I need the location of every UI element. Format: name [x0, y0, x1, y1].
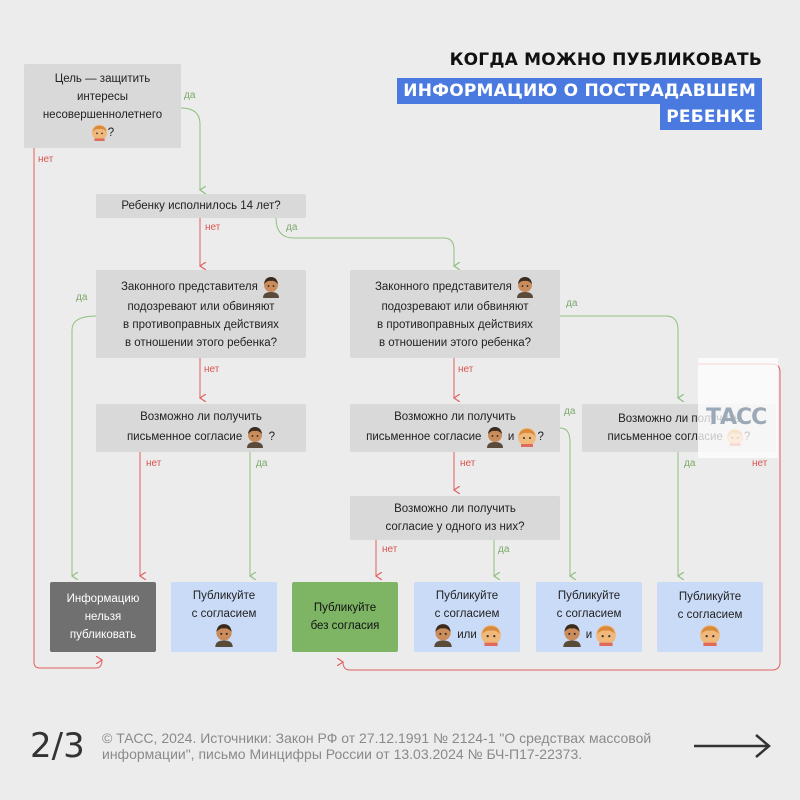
line-consm-yes: [559, 427, 570, 576]
node-pub-and: Публикуйте с согласием и: [536, 582, 642, 652]
node-consent-one: Возможно ли получить согласие у одного и…: [350, 496, 560, 540]
adult-icon: [562, 624, 581, 647]
adult-icon: [434, 624, 452, 647]
adult-icon: [215, 624, 233, 647]
node-pub-consent-1: Публикуйте с согласием: [171, 582, 277, 652]
label-no: нет: [752, 458, 768, 469]
adult-icon: [263, 277, 280, 298]
title-line-1: КОГДА МОЖНО ПУБЛИКОВАТЬ: [449, 50, 762, 70]
adult-icon: [486, 427, 503, 448]
line-repm-yes: [560, 315, 678, 398]
child-icon: [700, 625, 720, 646]
node-no-publish: Информацию нельзя публиковать: [50, 582, 156, 652]
line-age-yes: [275, 217, 454, 266]
title-line-3: РЕБЕНКЕ: [660, 104, 762, 130]
label-yes: да: [564, 406, 576, 417]
line-goal-yes: [180, 107, 200, 190]
label-no: нет: [146, 458, 162, 469]
node-pub-consent-2: Публикуйте с согласием: [657, 582, 763, 652]
page-number: 2/3: [30, 726, 85, 766]
label-yes: да: [256, 458, 268, 469]
label-no: нет: [204, 364, 220, 375]
line-goal-no: [33, 148, 102, 669]
label-no: нет: [458, 364, 474, 375]
child-icon: [518, 428, 537, 447]
arrow-right-icon[interactable]: [694, 733, 774, 759]
node-age14: Ребенку исполнилось 14 лет?: [96, 194, 306, 218]
line-repl-yes: [72, 315, 97, 576]
child-icon: [91, 125, 107, 142]
child-icon: [481, 625, 501, 646]
label-yes: да: [498, 544, 510, 555]
node-pub-no-consent: Публикуйте без согласия: [292, 582, 398, 652]
adult-icon: [247, 427, 264, 448]
label-no: нет: [38, 154, 54, 165]
logo-backdrop: [698, 358, 778, 458]
source-footer: © ТАСС, 2024. Источники: Закон РФ от 27.…: [102, 730, 652, 762]
tass-logo: ТАСС: [706, 405, 767, 430]
node-consent-left: Возможно ли получить письменное согласие…: [96, 404, 306, 452]
label-yes: да: [684, 458, 696, 469]
label-no: нет: [382, 544, 398, 555]
label-yes: да: [184, 90, 196, 101]
node-rep-mid: Законного представителя подозревают или …: [350, 270, 560, 358]
node-goal: Цель — защитить интересы несовершеннолет…: [24, 64, 181, 148]
label-no: нет: [460, 458, 476, 469]
label-yes: да: [286, 222, 298, 233]
label-yes: да: [566, 298, 578, 309]
label-no: нет: [205, 222, 221, 233]
node-consent-mid: Возможно ли получить письменное согласие…: [350, 404, 560, 452]
child-icon: [596, 625, 617, 646]
node-rep-left: Законного представителя подозревают или …: [96, 270, 306, 358]
label-yes: да: [76, 292, 88, 303]
adult-icon: [517, 277, 534, 298]
title-line-2: ИНФОРМАЦИЮ О ПОСТРАДАВШЕМ: [397, 78, 762, 104]
node-pub-or: Публикуйте с согласием или: [414, 582, 520, 652]
